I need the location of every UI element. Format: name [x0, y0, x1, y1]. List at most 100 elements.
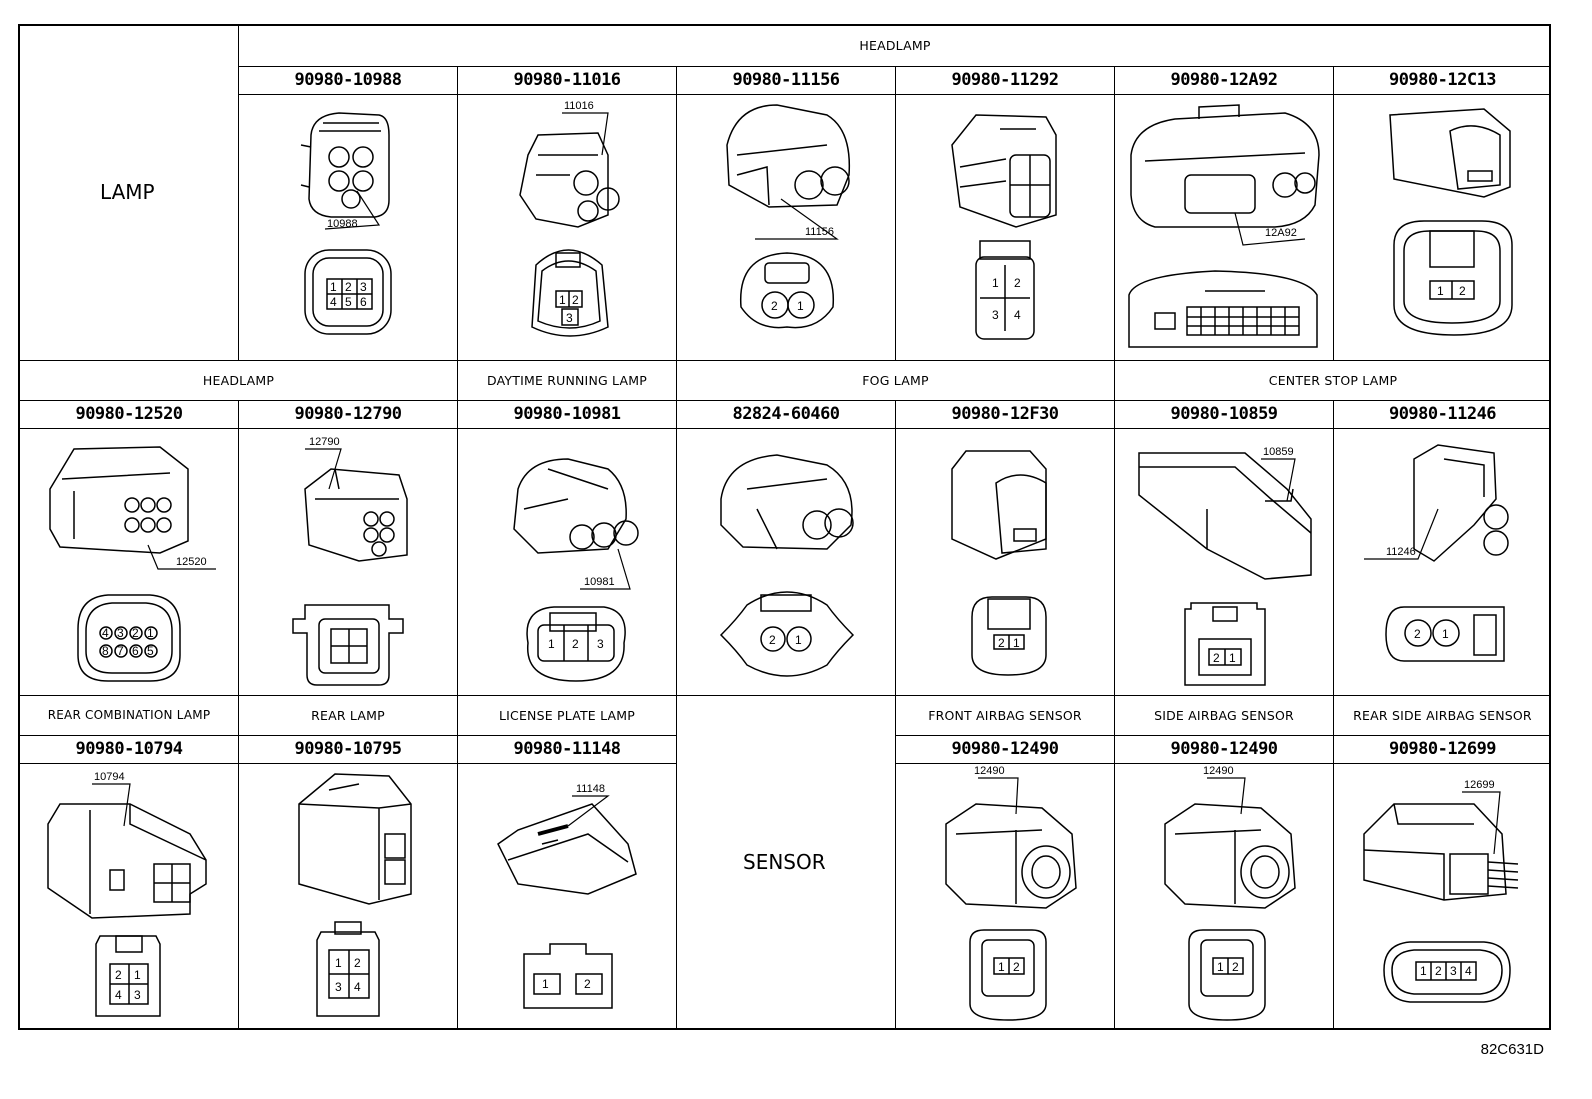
- part-cell-10859: 90980-10859 10859 2 1: [1114, 401, 1333, 695]
- pin-2: 2: [572, 293, 579, 307]
- connector-11016-drawing: 11016 1 2 3: [519, 100, 620, 337]
- tag-label: 10859: [1263, 446, 1294, 458]
- pin-2: 2: [584, 977, 591, 991]
- row3-rsas-header: REAR SIDE AIRBAG SENSOR: [1333, 695, 1551, 736]
- pin-1: 1: [559, 293, 566, 307]
- part-number: 90980-12490: [896, 736, 1114, 764]
- pin-2: 2: [345, 280, 352, 294]
- connector-10795-drawing: 1 2 3 4: [298, 773, 412, 1017]
- tag-label: 12A92: [1265, 227, 1297, 239]
- row2-csl-header: CENTER STOP LAMP: [1114, 360, 1551, 401]
- part-cell-11156: 90980-11156 11156 2 1: [676, 67, 895, 360]
- part-cell-12490-front: 90980-12490 12490 1 2: [895, 736, 1114, 1030]
- section-title-rsas: REAR SIDE AIRBAG SENSOR: [1353, 708, 1532, 723]
- pin-6: 6: [132, 644, 139, 658]
- pin-1: 1: [335, 956, 342, 970]
- pin-5: 5: [147, 644, 154, 658]
- pin-1: 1: [1420, 964, 1427, 978]
- part-number: 90980-12520: [20, 401, 238, 429]
- row3-plate-header: LICENSE PLATE LAMP: [457, 695, 676, 736]
- pin-4: 4: [1465, 964, 1472, 978]
- part-number: 90980-12790: [239, 401, 457, 429]
- pin-2: 2: [132, 626, 139, 640]
- section-title-headlamp: HEADLAMP: [859, 38, 931, 53]
- pin-1: 1: [795, 633, 802, 647]
- tag-label: 10981: [584, 576, 615, 588]
- pin-1: 1: [1217, 960, 1224, 974]
- pin-1: 1: [992, 276, 999, 290]
- part-cell-11016: 90980-11016 11016 1 2 3: [457, 67, 676, 360]
- connector-11156-drawing: 11156 2 1: [726, 104, 851, 329]
- part-number: 90980-10988: [239, 67, 457, 95]
- pin-1: 1: [1437, 284, 1444, 298]
- section-title-headlamp: HEADLAMP: [202, 373, 275, 388]
- pin-2: 2: [1459, 284, 1466, 298]
- connector-12F30-drawing: 2 1: [951, 450, 1047, 676]
- pin-3: 3: [360, 280, 367, 294]
- connector-11246-drawing: 11246 2 1: [1364, 444, 1509, 662]
- pin-2: 2: [998, 636, 1005, 650]
- pin-7: 7: [117, 644, 124, 658]
- pin-2: 2: [1213, 651, 1220, 665]
- pin-1: 1: [548, 637, 555, 651]
- pin-1: 1: [134, 968, 141, 982]
- pin-2: 2: [769, 633, 776, 647]
- row3-rear-header: REAR LAMP: [238, 695, 457, 736]
- section-title-csl: CENTER STOP LAMP: [1268, 373, 1398, 388]
- tag-label: 11246: [1386, 546, 1416, 558]
- diagram-code: 82C631D: [1480, 1041, 1544, 1058]
- pin-3: 3: [597, 637, 604, 651]
- connector-10988-drawing: 10988 1 2 3 4 5 6: [300, 112, 392, 335]
- connector-12790-drawing: 12790: [292, 436, 408, 686]
- connector-12699-drawing: 12699 1 2 3 4: [1363, 779, 1519, 1003]
- section-title-drl: DAYTIME RUNNING LAMP: [487, 373, 647, 388]
- row3-rcl-header: REAR COMBINATION LAMP: [20, 695, 238, 736]
- pin-3: 3: [335, 980, 342, 994]
- connector-11292-drawing: 1 2 3 4: [951, 114, 1057, 340]
- part-number: 90980-12490: [1115, 736, 1333, 764]
- connector-12490-front-drawing: 12490 1 2: [945, 765, 1077, 1021]
- pin-6: 6: [360, 295, 367, 309]
- row3-sas-header: SIDE AIRBAG SENSOR: [1114, 695, 1333, 736]
- part-number: 90980-11292: [896, 67, 1114, 95]
- section-title-fas: FRONT AIRBAG SENSOR: [928, 708, 1082, 723]
- tag-label: 12490: [1203, 765, 1234, 777]
- part-cell-11246: 90980-11246 11246 2 1: [1333, 401, 1551, 695]
- headlamp-header-top: HEADLAMP: [238, 26, 1551, 67]
- pin-1: 1: [1229, 651, 1236, 665]
- pin-2: 2: [1232, 960, 1239, 974]
- pin-2: 2: [1414, 627, 1421, 641]
- pin-1: 1: [147, 626, 154, 640]
- part-number: 90980-10795: [239, 736, 457, 764]
- connector-12A92-drawing: 12A92: [1128, 104, 1320, 348]
- part-number: 90980-10794: [20, 736, 238, 764]
- pin-1: 1: [1013, 636, 1020, 650]
- pin-2: 2: [354, 956, 361, 970]
- connector-10794-drawing: 10794 2 1 4 3: [47, 771, 207, 1017]
- pin-2: 2: [1435, 964, 1442, 978]
- pin-1: 1: [998, 960, 1005, 974]
- connector-10859-drawing: 10859 2 1: [1138, 446, 1312, 686]
- connector-60460-drawing: 2 1: [719, 454, 855, 677]
- pin-4: 4: [115, 988, 122, 1002]
- connector-12490-side-drawing: 12490 1 2: [1164, 765, 1296, 1021]
- section-title-rcl: REAR COMBINATION LAMP: [47, 708, 211, 722]
- part-cell-11292: 90980-11292 1 2 3 4: [895, 67, 1114, 360]
- part-number: 90980-10981: [458, 401, 676, 429]
- part-number: 90980-11246: [1334, 401, 1551, 429]
- part-number: 90980-12699: [1334, 736, 1551, 764]
- pin-2: 2: [771, 299, 778, 313]
- pin-2: 2: [1014, 276, 1021, 290]
- tag-label: 12520: [176, 556, 207, 568]
- part-number: 90980-12C13: [1334, 67, 1551, 95]
- section-title-plate: LICENSE PLATE LAMP: [498, 708, 636, 723]
- pin-3: 3: [566, 311, 573, 325]
- part-number: 90980-11156: [677, 67, 895, 95]
- part-cell-11148: 90980-11148 11148 1 2: [457, 736, 676, 1030]
- part-cell-12490-side: 90980-12490 12490 1 2: [1114, 736, 1333, 1030]
- part-cell-60460: 82824-60460 2 1: [676, 401, 895, 695]
- pin-2: 2: [1013, 960, 1020, 974]
- pin-4: 4: [330, 295, 337, 309]
- pin-4: 4: [102, 626, 109, 640]
- part-cell-12790: 90980-12790 12790: [238, 401, 457, 695]
